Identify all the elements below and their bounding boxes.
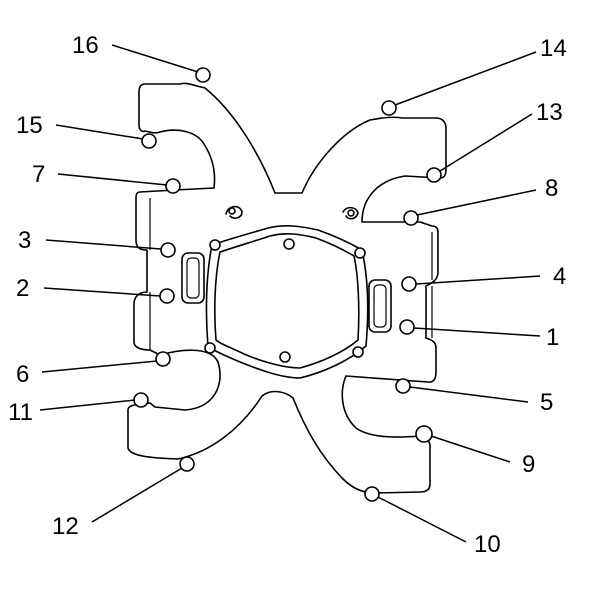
sequence-labels: 16 15 7 3 2 6 11 12 14 13 8 4 1 5 9 10 xyxy=(8,32,567,558)
label-6: 6 xyxy=(16,361,29,388)
bolt-hole-6 xyxy=(155,351,171,367)
label-3: 3 xyxy=(18,227,31,254)
label-5: 5 xyxy=(540,389,553,416)
bolt-hole-1 xyxy=(399,319,415,335)
bolt-hole-10 xyxy=(364,486,380,502)
bolt-hole-7 xyxy=(165,178,181,194)
locator-hook-right xyxy=(342,206,359,220)
bolt-hole-4 xyxy=(401,276,417,292)
label-14: 14 xyxy=(540,35,567,62)
label-2: 2 xyxy=(16,275,29,302)
label-9: 9 xyxy=(522,451,535,478)
label-10: 10 xyxy=(474,531,501,558)
bolt-hole-15 xyxy=(141,133,157,149)
locator-hole-right xyxy=(347,209,355,217)
label-16: 16 xyxy=(72,32,99,59)
bolt-hole-8 xyxy=(403,210,419,226)
label-4: 4 xyxy=(553,263,566,290)
label-7: 7 xyxy=(32,161,45,188)
bolt-hole-12 xyxy=(179,456,195,472)
bolt-hole-5 xyxy=(395,378,411,394)
label-13: 13 xyxy=(536,99,563,126)
bolt-hole-16 xyxy=(195,67,211,83)
slot-right-inner xyxy=(373,284,387,328)
locator-hole-left xyxy=(228,207,236,215)
bolt-hole-14 xyxy=(381,100,397,116)
bolt-hole-9 xyxy=(415,425,433,443)
port-dowel-holes xyxy=(204,238,366,363)
bolt-holes xyxy=(133,67,442,502)
slot-right xyxy=(368,279,392,333)
label-15: 15 xyxy=(16,112,43,139)
slot-left-inner xyxy=(186,257,200,299)
center-port-inner xyxy=(214,233,360,369)
gasket-outline xyxy=(127,82,447,494)
label-1: 1 xyxy=(546,324,559,351)
slot-left xyxy=(181,252,205,304)
bolt-hole-3 xyxy=(160,242,176,258)
label-11: 11 xyxy=(8,399,33,426)
bolt-hole-2 xyxy=(159,288,175,304)
bolt-hole-11 xyxy=(133,392,149,408)
bolt-hole-13 xyxy=(426,167,442,183)
leader-lines xyxy=(39,44,541,543)
label-8: 8 xyxy=(545,175,558,202)
label-12: 12 xyxy=(52,513,79,540)
